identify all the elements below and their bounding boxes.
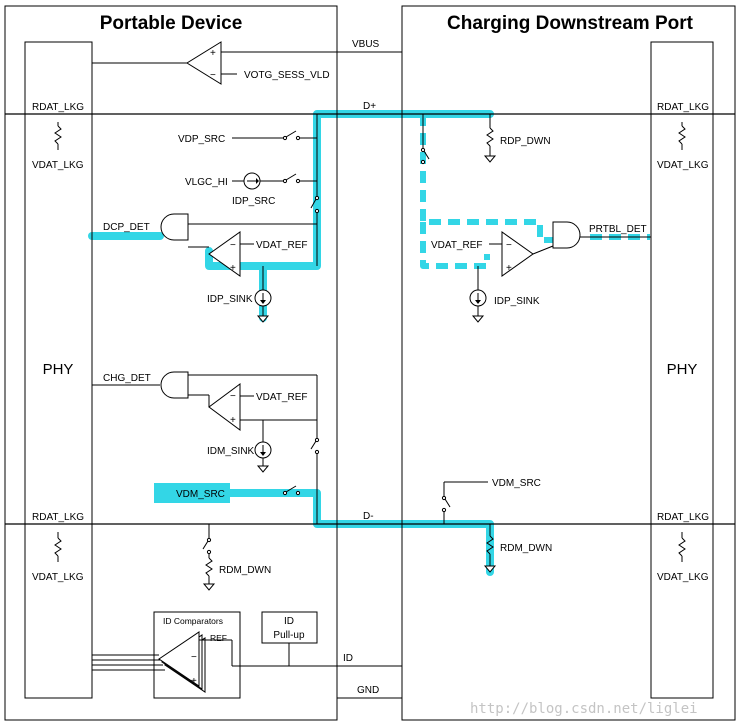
charging-port-box — [401, 5, 736, 721]
vdm-src-label-left: VDM_SRC — [176, 489, 225, 500]
rdat-lkg-left-top: RDAT_LKG — [32, 102, 84, 113]
id-pullup-line1: ID — [284, 616, 294, 627]
vdat-ref-comparator-2: − + — [208, 383, 317, 431]
ref-label: REF — [210, 633, 227, 643]
phy-right-block — [650, 41, 714, 699]
dminus-highlight — [226, 489, 494, 576]
svg-text:+: + — [230, 415, 236, 426]
vdm-src-switch-right — [441, 481, 488, 524]
dminus-vertical-switch-left — [310, 375, 320, 524]
idp-sink-right — [469, 266, 487, 323]
svg-text:−: − — [506, 240, 512, 251]
dcp-det-and-gate — [160, 213, 317, 248]
idp-sink-label-left: IDP_SINK — [207, 294, 253, 305]
highlight-paths — [88, 110, 650, 576]
votg-comparator: + − — [186, 41, 237, 85]
vdat-lkg-right-bot: VDAT_LKG — [657, 572, 709, 583]
chg-det-label: CHG_DET — [103, 373, 151, 384]
vlgc-hi-source — [232, 172, 317, 190]
vdat-ref-label-2: VDAT_REF — [256, 392, 308, 403]
dplus-sense-highlight-bot — [420, 222, 490, 269]
rdm-dwn-label-right: RDM_DWN — [500, 543, 552, 554]
rdat-lkg-right-top: RDAT_LKG — [657, 102, 709, 113]
vdp-src-label: VDP_SRC — [178, 134, 225, 145]
id-pullup-line2: Pull-up — [273, 630, 305, 641]
rdm-dwn-label-left: RDM_DWN — [219, 565, 271, 576]
dplus-sense-highlight-top — [420, 114, 553, 243]
svg-text:−: − — [230, 391, 236, 402]
idm-sink-left — [254, 420, 272, 473]
phy-left-label: PHY — [43, 361, 74, 378]
prtbl-det-label: PRTBL_DET — [589, 224, 647, 235]
rdm-dwn-left — [202, 524, 216, 591]
right-title: Charging Downstream Port — [447, 13, 694, 34]
phy-right-label: PHY — [667, 361, 698, 378]
dminus-label: D- — [363, 511, 374, 522]
vdat-lkg-right-top: VDAT_LKG — [657, 160, 709, 171]
id-label: ID — [343, 653, 353, 664]
dplus-vertical-switch-left — [310, 114, 320, 266]
chg-det-and-gate — [92, 371, 317, 407]
vdm-src-label-right: VDM_SRC — [492, 478, 541, 489]
rdp-dwn-right — [483, 114, 497, 163]
rdat-lkg-left-bot: RDAT_LKG — [32, 512, 84, 523]
watermark: http://blog.csdn.net/liglei — [470, 701, 698, 717]
leakage-resistor-right-bot — [678, 532, 686, 562]
svg-text:+: + — [230, 263, 236, 274]
vdat-ref-label-right: VDAT_REF — [431, 240, 483, 251]
rdat-lkg-right-bot: RDAT_LKG — [657, 512, 709, 523]
portable-device-box — [4, 5, 338, 721]
vdat-lkg-left-bot: VDAT_LKG — [32, 572, 84, 583]
dcp-det-label: DCP_DET — [103, 222, 150, 233]
dplus-label: D+ — [363, 101, 376, 112]
vbus-label: VBUS — [352, 39, 380, 50]
id-comparators-label: ID Comparators — [163, 616, 223, 626]
vdp-src-switch — [232, 130, 317, 141]
svg-text:−: − — [210, 70, 216, 81]
comp-plus: + — [191, 676, 197, 687]
leakage-resistor-left-top — [54, 122, 62, 150]
leakage-resistor-right-top — [678, 122, 686, 150]
gnd-label: GND — [357, 685, 379, 696]
rdp-dwn-label: RDP_DWN — [500, 136, 551, 147]
left-title: Portable Device — [100, 13, 243, 34]
bus-wires — [5, 51, 735, 699]
rdm-dwn-right — [483, 524, 497, 573]
prtbl-det-and-gate — [552, 221, 651, 249]
svg-text:+: + — [210, 48, 216, 59]
idp-sink-left — [254, 266, 272, 323]
idp-src-label: IDP_SRC — [232, 196, 275, 207]
phy-left-block — [24, 41, 93, 699]
vlgc-hi-label: VLGC_HI — [185, 177, 228, 188]
vdm-src-switch-left — [282, 485, 301, 496]
id-comparator-stack — [92, 631, 337, 693]
svg-text:+: + — [506, 263, 512, 274]
vdat-ref-comparator-1: − + — [208, 231, 254, 277]
svg-text:−: − — [230, 240, 236, 251]
leakage-resistor-left-bot — [54, 532, 62, 562]
vdm-src-left-box — [154, 483, 230, 503]
vdat-ref-label-1: VDAT_REF — [256, 240, 308, 251]
dplus-vertical-switch-right — [420, 114, 430, 165]
vdat-lkg-left-top: VDAT_LKG — [32, 160, 84, 171]
idp-sink-label-right: IDP_SINK — [494, 296, 540, 307]
vdat-ref-comparator-right: − + — [489, 231, 554, 277]
idm-sink-label: IDM_SINK — [207, 446, 255, 457]
comp-minus: − — [191, 652, 197, 663]
votg-sess-vld-label: VOTG_SESS_VLD — [244, 70, 330, 81]
